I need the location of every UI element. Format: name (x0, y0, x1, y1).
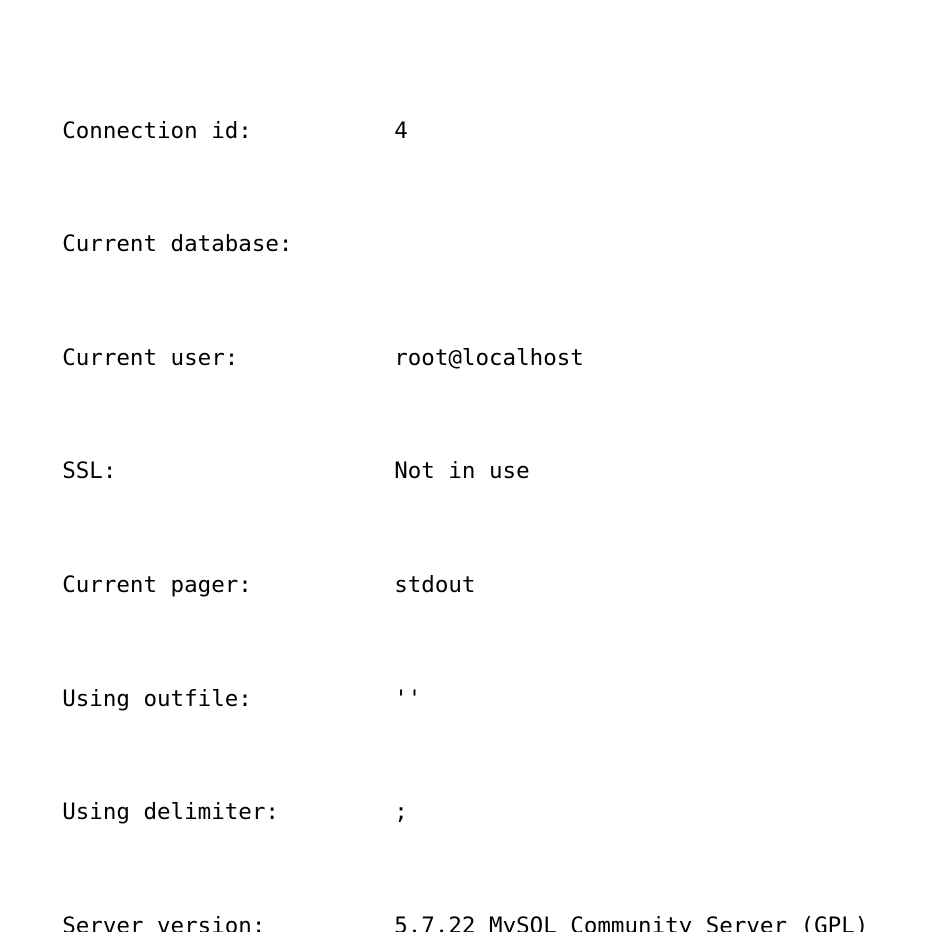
status-label: Connection id: (62, 117, 252, 144)
status-value: root@localhost (394, 344, 584, 371)
status-value: Not in use (394, 458, 530, 485)
status-value: 5.7.22 MySQL Community Server (GPL) (394, 912, 869, 932)
status-label: Using outfile: (62, 685, 252, 712)
status-line-current-database: Current database: (8, 202, 934, 257)
status-line-current-pager: Current pager: stdout (8, 543, 934, 598)
status-value: 4 (394, 117, 408, 144)
status-line-using-delimiter: Using delimiter:; (8, 770, 934, 825)
status-line-connection-id: Connection id: 4 (8, 88, 934, 144)
status-label: SSL: (62, 458, 117, 485)
status-label: Using delimiter: (62, 799, 279, 826)
status-label: Server version: (62, 912, 266, 932)
status-line-server-version: Server version: 5.7.22 MySQL Community Se… (8, 883, 934, 932)
status-line-ssl: SSL: Not in use (8, 429, 934, 484)
status-value: ; (394, 799, 408, 826)
status-label: Current database: (62, 231, 293, 258)
status-value: '' (394, 685, 422, 712)
status-line-using-outfile: Using outfile: '' (8, 656, 934, 712)
status-label: Current user: (62, 344, 239, 371)
terminal-output: Connection id: 4 Current database: Curren… (8, 3, 934, 932)
status-line-current-user: Current user: root@localhost (8, 315, 934, 371)
status-value: stdout (394, 572, 476, 599)
status-label: Current pager: (62, 572, 252, 599)
